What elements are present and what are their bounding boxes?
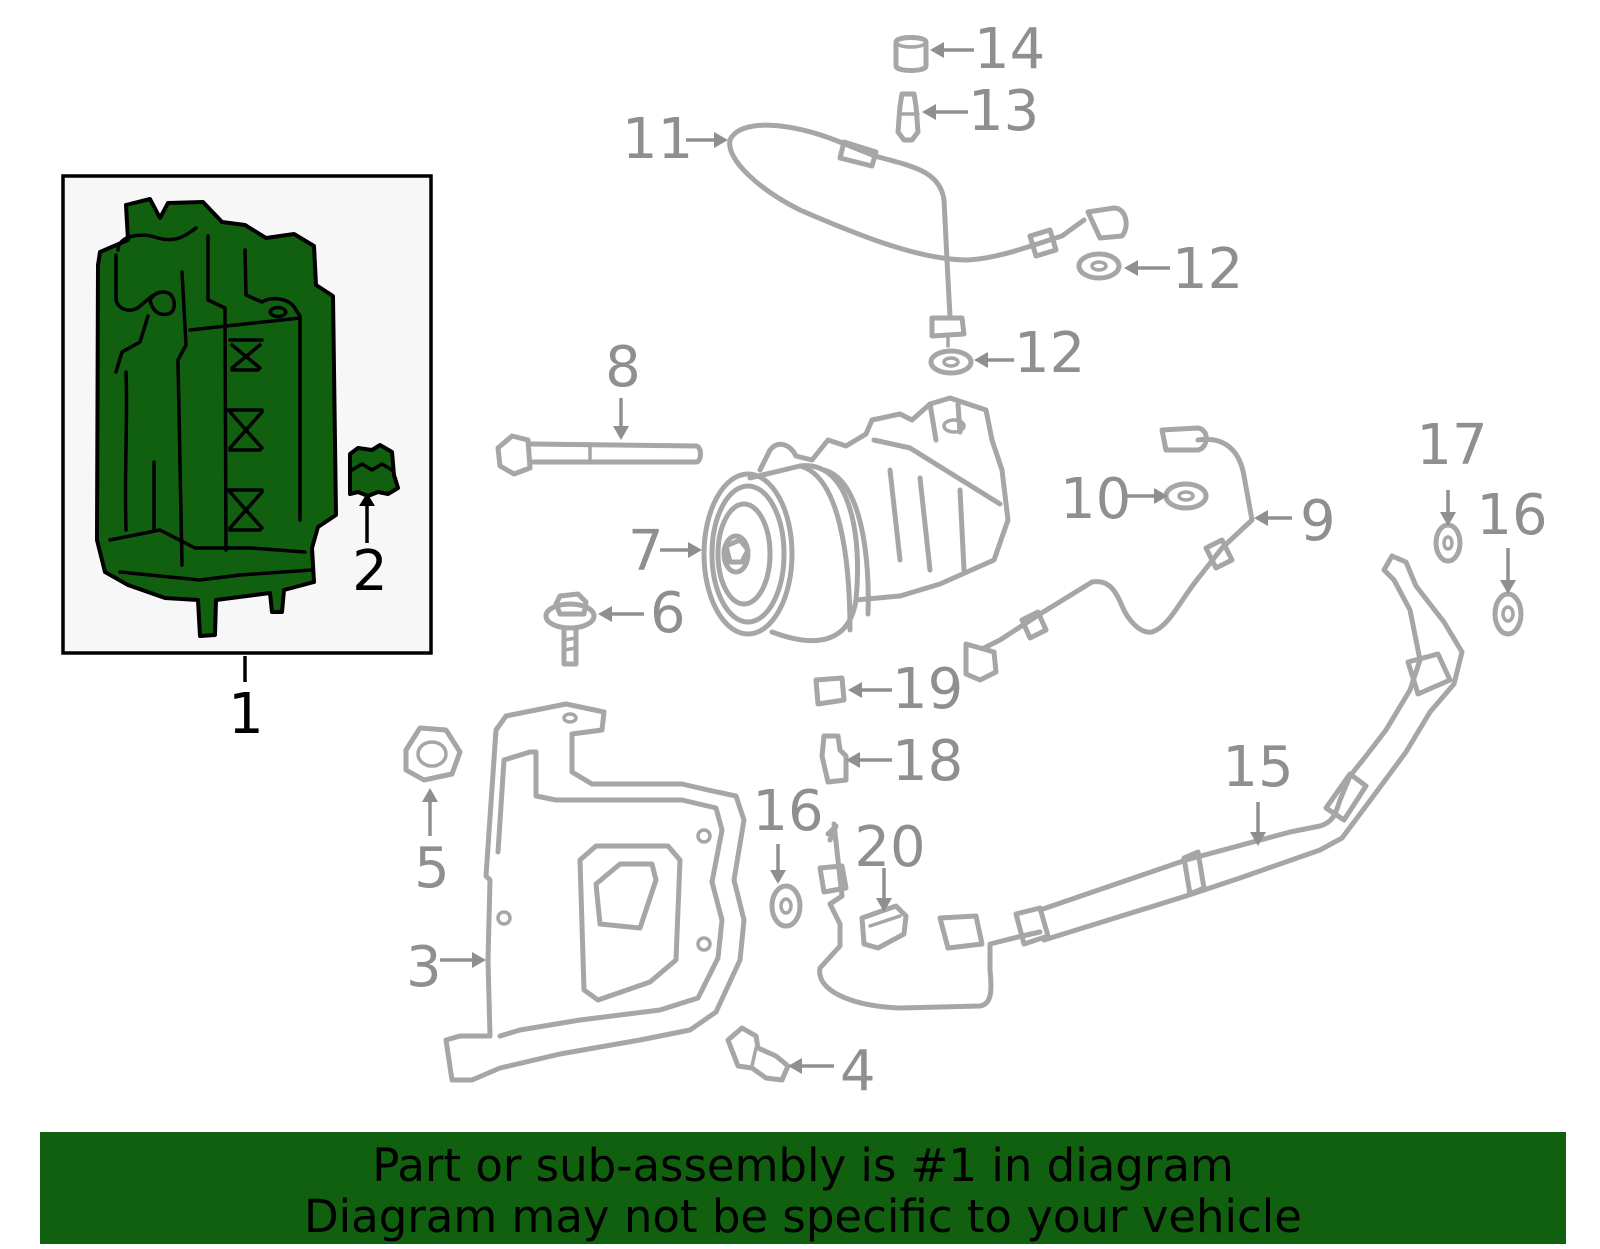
part-2-desiccant[interactable] — [348, 443, 400, 498]
callout-12-upper: 12 — [1172, 237, 1243, 302]
callout-7: 7 — [628, 519, 664, 584]
callout-9: 9 — [1300, 489, 1336, 554]
part-13[interactable] — [895, 91, 921, 143]
part-14[interactable] — [893, 35, 929, 73]
callout-3: 3 — [406, 935, 442, 1000]
callout-18: 18 — [892, 729, 963, 794]
part-19[interactable] — [813, 675, 847, 707]
part-12-washer-upper[interactable] — [1076, 251, 1122, 281]
callout-2: 2 — [352, 539, 388, 604]
callout-19: 19 — [892, 657, 963, 722]
part-16-washer-left[interactable] — [769, 883, 803, 929]
footer-line-1: Part or sub-assembly is #1 in diagram — [372, 1139, 1234, 1192]
callout-15: 15 — [1222, 735, 1293, 800]
callout-1: 1 — [228, 682, 264, 747]
callout-14: 14 — [974, 17, 1045, 82]
callout-16-right: 16 — [1476, 483, 1547, 548]
callout-13: 13 — [968, 79, 1039, 144]
part-6-flange-bolt[interactable] — [543, 591, 597, 667]
part-8-bolt[interactable] — [495, 433, 703, 477]
part-4-valve[interactable] — [725, 1025, 791, 1083]
callout-10: 10 — [1060, 467, 1131, 532]
callout-5: 5 — [414, 836, 450, 901]
callout-17: 17 — [1416, 413, 1487, 478]
callout-4: 4 — [840, 1039, 876, 1104]
part-17-washer[interactable] — [1433, 522, 1463, 564]
part-3-bracket[interactable] — [443, 701, 747, 1083]
part-1-accumulator[interactable] — [95, 197, 338, 638]
part-9-hose[interactable] — [963, 425, 1255, 683]
callout-11: 11 — [622, 107, 693, 172]
part-18[interactable] — [819, 733, 849, 785]
part-15-hose[interactable] — [817, 553, 1465, 1011]
callout-12-lower: 12 — [1014, 321, 1085, 386]
part-20-sensor[interactable] — [859, 903, 909, 951]
part-7-compressor[interactable] — [701, 395, 1011, 644]
callout-6: 6 — [650, 581, 686, 646]
part-5-nut[interactable] — [403, 725, 463, 783]
callout-20: 20 — [854, 815, 925, 880]
footer-line-2: Diagram may not be specific to your vehi… — [304, 1190, 1302, 1243]
callout-16-left: 16 — [752, 779, 823, 844]
highlight-inset — [61, 174, 433, 682]
callout-8: 8 — [605, 335, 641, 400]
part-16-washer-right[interactable] — [1492, 591, 1524, 637]
part-10-washer[interactable] — [1163, 481, 1209, 511]
part-11-hose[interactable] — [727, 122, 1129, 348]
footer-banner: Part or sub-assembly is #1 in diagram Di… — [40, 1132, 1566, 1244]
part-12-washer-lower[interactable] — [928, 348, 974, 376]
